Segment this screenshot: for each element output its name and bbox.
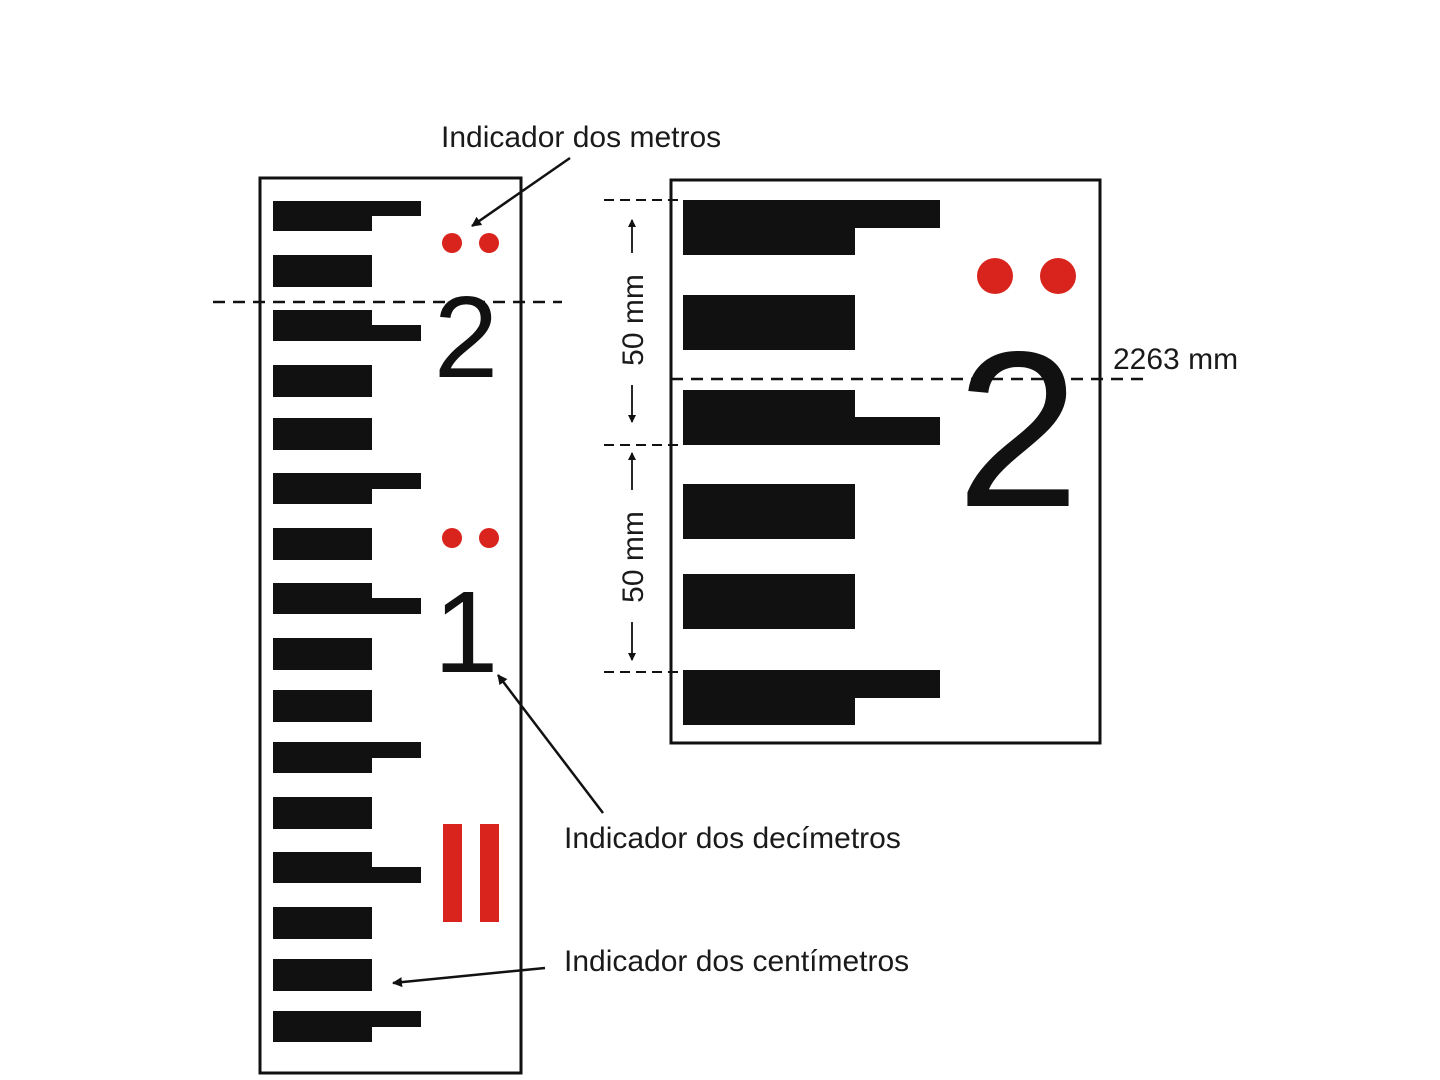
centimeter-red-bars: [443, 824, 499, 922]
interval-label-upper: 50 mm: [617, 274, 650, 366]
staff-bar: [273, 959, 372, 991]
staff-bar: [273, 528, 372, 560]
decimeters-indicator-arrow: [498, 675, 603, 813]
staff-bar: [273, 365, 372, 397]
zoom-bar: [683, 574, 855, 629]
zoom-bar-5cm: [683, 390, 940, 445]
staff-bars: [273, 201, 421, 1042]
staff-bar-5cm: [273, 852, 421, 883]
staff-digit-1: 1: [434, 567, 499, 697]
staff-bar-decimeter: [273, 1011, 421, 1042]
zoom-digit-2: 2: [956, 306, 1079, 554]
zoom-meter-marker-dots: [977, 258, 1076, 294]
staff-bar-5cm: [273, 310, 421, 341]
staff-bar-decimeter: [273, 473, 421, 504]
staff-bar-5cm: [273, 583, 421, 614]
staff-bar-decimeter: [273, 201, 421, 231]
staff-bar-decimeter: [273, 742, 421, 773]
staff-bar: [273, 907, 372, 939]
zoomed-staff: 2 50 mm 50 mm 2263 mm: [604, 180, 1238, 743]
staff-bar: [273, 638, 372, 670]
staff-digit-2: 2: [434, 272, 499, 402]
staff-bar: [273, 255, 372, 287]
meters-indicator-label: Indicador dos metros: [441, 121, 721, 154]
zoom-bar: [683, 484, 855, 539]
meter-marker-dots-2: [442, 233, 499, 253]
full-staff: 2 1: [213, 178, 562, 1073]
zoom-bar-decimeter: [683, 670, 940, 725]
staff-bar: [273, 690, 372, 722]
staff-bar: [273, 418, 372, 450]
interval-label-lower: 50 mm: [617, 511, 650, 603]
centimeters-indicator-label: Indicador dos centímetros: [564, 945, 909, 978]
reading-label: 2263 mm: [1113, 343, 1238, 376]
staff-bar: [273, 797, 372, 829]
zoom-bars: [683, 200, 940, 725]
zoom-bar-decimeter: [683, 200, 940, 255]
zoom-bar: [683, 295, 855, 350]
meter-marker-dots-1: [442, 528, 499, 548]
decimeters-indicator-label: Indicador dos decímetros: [564, 822, 901, 855]
